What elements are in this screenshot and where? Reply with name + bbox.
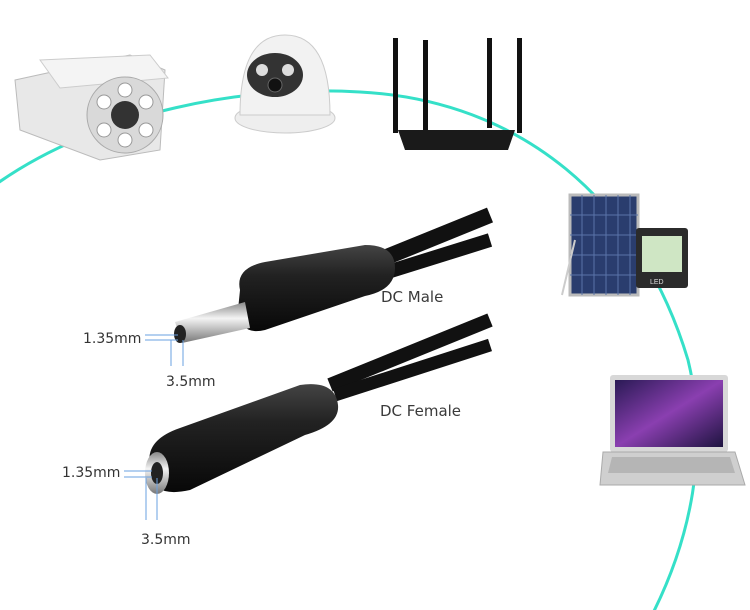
dc-female-connector (145, 313, 493, 494)
dc-male-connector (174, 207, 494, 343)
laptop-icon (599, 375, 746, 486)
female-outer-diameter-label: 3.5mm (141, 532, 191, 548)
female-inner-diameter-label: 1.35mm (62, 465, 121, 481)
dc-female-label: DC Female (380, 402, 462, 420)
solar-floodlight-icon: LED (561, 193, 688, 297)
male-inner-diameter-label: 1.35mm (83, 331, 142, 347)
floodlight-text: LED (650, 279, 664, 286)
dimension-lines (124, 334, 184, 520)
male-outer-diameter-label: 3.5mm (166, 374, 216, 390)
dome-camera-icon (234, 34, 336, 134)
bullet-camera-icon (14, 54, 169, 161)
dc-male-label: DC Male (381, 288, 444, 306)
connection-arc (0, 89, 699, 610)
router-icon (393, 38, 522, 150)
